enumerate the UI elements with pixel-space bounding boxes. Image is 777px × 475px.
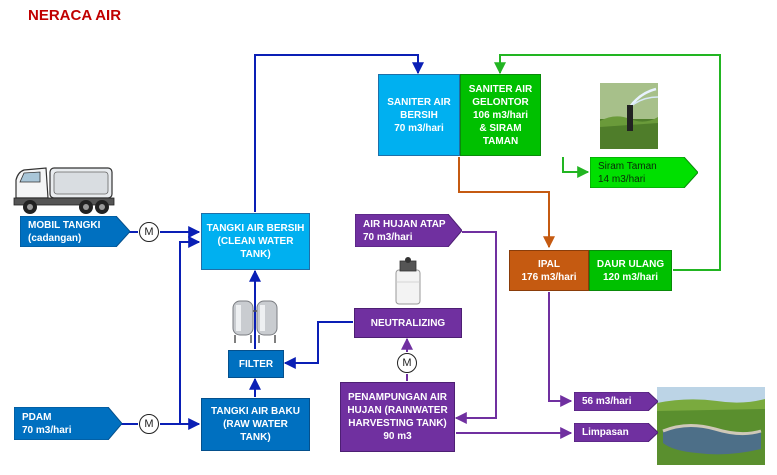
saniter-air-gelontor-text: SANITER AIR GELONTOR 106 m3/hari & SIRAM… [468,83,533,147]
sprinkler-image [600,83,658,149]
rainwater-harvesting-tank-box: PENAMPUNGAN AIR HUJAN (RAINWATER HARVEST… [340,382,455,452]
discharge-label: 56 m3/hari [574,392,658,411]
saniter-air-bersih-box: SANITER AIR BERSIH 70 m3/hari [378,74,460,156]
saniter-air-bersih-text: SANITER AIR BERSIH 70 m3/hari [387,96,451,134]
clean-water-tank-text: TANGKI AIR BERSIH (CLEAN WATER TANK) [206,223,305,260]
saniter-air-gelontor-box: SANITER AIR GELONTOR 106 m3/hari & SIRAM… [460,74,541,156]
neutralizing-tank-image [395,257,421,305]
mobil-tangki-label: MOBIL TANGKI (cadangan) [20,216,130,247]
ipal-box: IPAL 176 m3/hari [509,250,589,291]
line-atap-to-penampungan [454,231,497,424]
raw-water-tank-box: TANGKI AIR BAKU (RAW WATER TANK) [201,398,310,451]
diagram-title: NERACA AIR [28,7,122,24]
air-hujan-atap-text: AIR HUJAN ATAP 70 m3/hari [363,219,446,243]
siram-taman-label: Siram Taman 14 m3/hari [590,157,698,188]
line-gelontor-to-siram [562,157,590,178]
line-pdam-to-clean-tank [170,236,201,425]
raw-water-tank-text: TANGKI AIR BAKU (RAW WATER TANK) [211,406,300,443]
motor-pump-rainwater: M [397,353,417,373]
filter-box: FILTER [228,350,284,378]
line-daur-ulang-to-gelontor [494,54,721,271]
limpasan-label: Limpasan [574,423,658,442]
line-saniter-to-ipal [458,157,555,249]
neutralizing-text: NEUTRALIZING [370,317,446,329]
filter-text: FILTER [238,358,274,370]
limpasan-text: Limpasan [582,427,629,438]
filter-vessels-image [232,300,278,343]
mobil-tangki-text: MOBIL TANGKI (cadangan) [28,220,101,244]
motor-pump-pdam: M [139,414,159,434]
line-neutralizing-to-filter [283,321,353,369]
siram-taman-text: Siram Taman 14 m3/hari [598,161,657,185]
truck-image [13,167,115,214]
line-clean-tank-to-saniter [254,54,424,212]
pond-image [657,387,765,465]
line-ipal-to-discharge [548,292,573,407]
daur-ulang-box: DAUR ULANG 120 m3/hari [589,250,672,291]
rainwater-harvesting-tank-text: PENAMPUNGAN AIR HUJAN (RAINWATER HARVEST… [347,392,448,442]
neutralizing-box: NEUTRALIZING [354,308,462,338]
motor-pump-mobil: M [139,222,159,242]
pdam-text: PDAM 70 m3/hari [22,412,72,436]
discharge-text: 56 m3/hari [582,396,632,407]
air-hujan-atap-label: AIR HUJAN ATAP 70 m3/hari [355,214,462,247]
ipal-text: IPAL 176 m3/hari [521,258,577,283]
daur-ulang-text: DAUR ULANG 120 m3/hari [596,258,665,283]
pdam-label: PDAM 70 m3/hari [14,407,122,440]
clean-water-tank-box: TANGKI AIR BERSIH (CLEAN WATER TANK) [201,213,310,270]
